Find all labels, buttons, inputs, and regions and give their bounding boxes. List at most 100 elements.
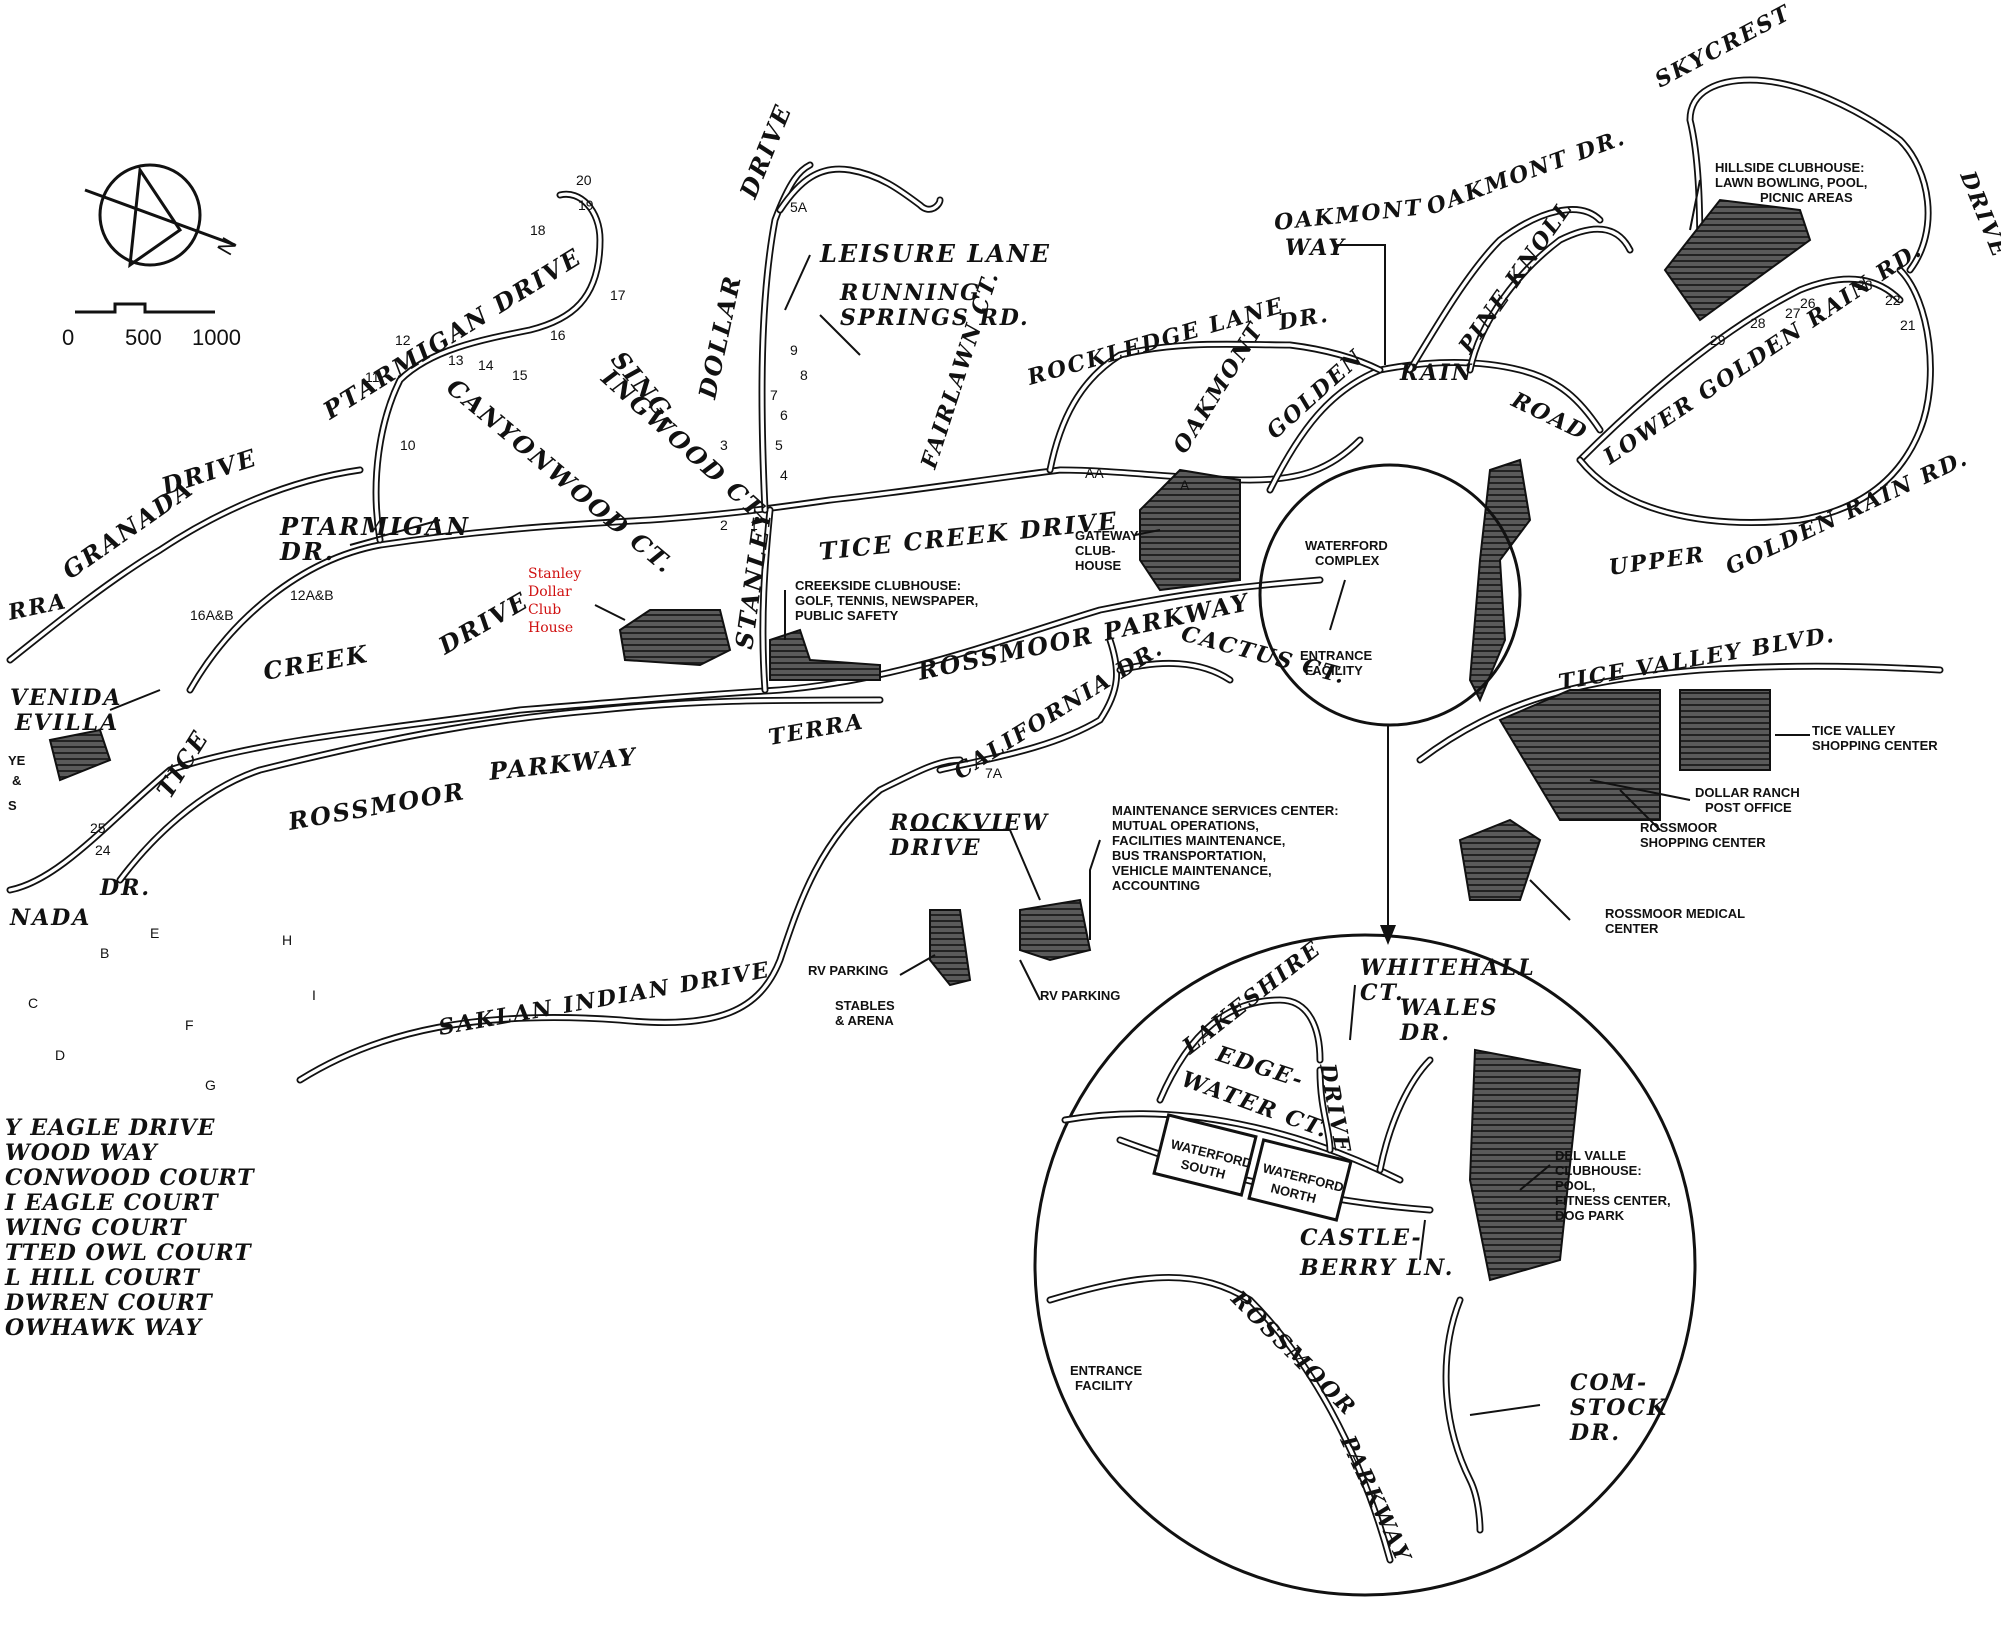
label-castleberry2: BERRY LN.	[1299, 1255, 1454, 1281]
lot-number: 8	[800, 367, 808, 383]
inset-roads	[1046, 996, 1484, 1564]
legend-item: CONWOOD COURT	[5, 1165, 255, 1191]
leader-rv2	[1019, 959, 1041, 1001]
annotation-line-3: Club	[528, 602, 561, 618]
inset-road-parkway-core	[1063, 1112, 1402, 1182]
lot-numbers: 20 19 18 17 16 15 14 13 12 11 10 9 8 7 6…	[28, 172, 1916, 1093]
waterford-inset-circle-small	[1258, 463, 1522, 727]
waterford-south-box	[1152, 1113, 1258, 1197]
waterford-building-shape	[1468, 458, 1532, 703]
lot-number: 24	[95, 842, 111, 858]
road-upper-golden-rain-core	[1578, 268, 1933, 525]
road-parkway-lower-core	[118, 698, 882, 882]
annotation-line-4: House	[528, 620, 573, 636]
label-comstock: COM-	[1570, 1370, 1648, 1396]
lot-number: 4	[780, 467, 788, 483]
road-leisure-lane-core	[778, 167, 942, 212]
label-comstock3: DR.	[1569, 1420, 1621, 1446]
label-dollar: DOLLAR	[692, 272, 747, 402]
leader-rockview	[910, 829, 1041, 901]
lot-number: 14	[478, 357, 494, 373]
fac-creekside-3: PUBLIC SAFETY	[795, 608, 899, 623]
road-pine-knoll-core	[1468, 227, 1632, 372]
label-tice-valley-blvd: TICE VALLEY BLVD.	[1557, 622, 1838, 696]
lot-number: 10	[400, 437, 416, 453]
fac-rsc-1: ROSSMOOR	[1640, 820, 1718, 835]
road-stanley-core	[761, 508, 772, 692]
label-wales-dr: DR.	[1399, 1020, 1451, 1046]
fac-med-2: CENTER	[1605, 921, 1659, 936]
fac-gateway-1: GATEWAY	[1075, 528, 1139, 543]
inset-road-comstock-core	[1444, 1298, 1482, 1532]
leader-medical	[1529, 879, 1571, 921]
fac-stables-1: STABLES	[835, 998, 895, 1013]
road-skycrest-core	[1688, 78, 1930, 272]
leader-running	[819, 314, 861, 356]
label-leisure-lane: LEISURE LANE	[819, 239, 1051, 268]
leader-delvalle	[1519, 1164, 1551, 1191]
road-lower-golden-rain-core	[1578, 277, 1902, 462]
fac-delvalle-3: POOL,	[1555, 1178, 1595, 1193]
leader-hillside	[1689, 179, 1701, 231]
leader-comstock	[1469, 1404, 1541, 1416]
inset-road-rossmoor	[1046, 1274, 1394, 1564]
legend-item: WING COURT	[5, 1215, 187, 1241]
lot-number: 6	[780, 407, 788, 423]
lot-number: 5A	[790, 199, 808, 215]
hillside-clubhouse-shape	[1663, 198, 1812, 322]
label-wales: WALES	[1400, 995, 1499, 1021]
leader-entrance	[1329, 579, 1346, 631]
tice-valley-shopping-shape	[1679, 689, 1771, 771]
fac-s: S	[8, 798, 17, 813]
facility-shapes	[48, 198, 1812, 1282]
lot-number: C	[28, 995, 38, 1011]
lot-number: 7	[770, 387, 778, 403]
lot-number: 22	[1885, 292, 1901, 308]
scale-1000: 1000	[192, 325, 241, 350]
fac-entrance-1: ENTRANCE	[1300, 648, 1373, 663]
fac-rsc-2: SHOPPING CENTER	[1640, 835, 1766, 850]
label-road: ROAD	[1506, 387, 1592, 447]
fac-gateway-2: CLUB-	[1075, 543, 1115, 558]
lot-number: 25	[90, 820, 106, 836]
fac-tvsc-2: SHOPPING CENTER	[1812, 738, 1938, 753]
fac-hillside-1: HILLSIDE CLUBHOUSE:	[1715, 160, 1865, 175]
legend-item: WOOD WAY	[5, 1140, 159, 1166]
lot-number: 3	[720, 437, 728, 453]
venida-building-shape	[48, 728, 112, 782]
rv-parking-shape	[929, 909, 972, 987]
label-rockview-drive: DRIVE	[889, 835, 982, 861]
label-golden: GOLDEN	[1262, 344, 1370, 445]
lot-number: D	[55, 1047, 65, 1063]
leader-maint	[1089, 839, 1101, 940]
lot-number: 9	[790, 342, 798, 358]
lot-number: 16A&B	[190, 607, 234, 623]
fac-maint-5: VEHICLE MAINTENANCE,	[1112, 863, 1272, 878]
street-legend: Y EAGLE DRIVE WOOD WAY CONWOOD COURT I E…	[4, 1115, 255, 1341]
road-rockledge-core	[1048, 342, 1382, 472]
label-sevilla: EVILLA	[14, 710, 119, 736]
fac-delvalle-5: DOG PARK	[1555, 1208, 1625, 1223]
label-rossmoor-left: ROSSMOOR	[285, 776, 468, 836]
stanley-dollar-clubhouse-shape	[618, 609, 732, 667]
fac-delvalle-4: FITNESS CENTER,	[1555, 1193, 1671, 1208]
lot-number: 23	[1857, 277, 1873, 293]
fac-maint-3: FACILITIES MAINTENANCE,	[1112, 833, 1285, 848]
legend-item: DWREN COURT	[4, 1290, 213, 1316]
label-upper2: GOLDEN RAIN RD.	[1722, 445, 1973, 580]
medical-center-shape	[1458, 818, 1542, 901]
leader-stanley-dollar	[594, 604, 626, 621]
inset-road-lakeshire-core	[1158, 998, 1322, 1102]
lot-number: B	[100, 945, 109, 961]
creekside-clubhouse-shape	[769, 628, 881, 681]
fac-amp: &	[12, 773, 21, 788]
label-running: RUNNING	[839, 280, 981, 306]
fac-creekside-1: CREEKSIDE CLUBHOUSE:	[795, 578, 961, 593]
fac-maint-2: MUTUAL OPERATIONS,	[1112, 818, 1259, 833]
fac-post-1: DOLLAR RANCH	[1695, 785, 1800, 800]
road-california-core	[938, 638, 1119, 772]
lot-number: AA	[1085, 465, 1104, 481]
label-upper: UPPER	[1607, 542, 1707, 581]
lot-number: 26	[1800, 295, 1816, 311]
scale-zero: 0	[62, 325, 74, 350]
